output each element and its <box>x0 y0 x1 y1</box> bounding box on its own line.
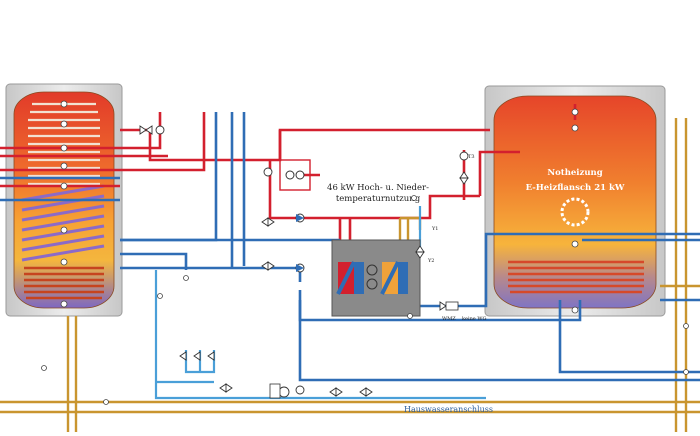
heat-pump-unit <box>331 239 421 317</box>
emergency-heating-label: Notheizung <box>547 168 602 178</box>
e-flange-label: E-Heizflansch 21 kW <box>526 183 625 193</box>
sensor-icon <box>60 258 68 266</box>
heat-exchanger-icon <box>380 261 408 295</box>
valve-icon <box>261 217 275 227</box>
e-flange-heater <box>560 197 590 227</box>
compressor-icon <box>366 264 378 276</box>
no-wg-label: keine WG <box>462 316 487 322</box>
sensor-icon <box>60 182 68 190</box>
valve-icon <box>329 387 343 397</box>
meter-icon <box>269 301 459 399</box>
valve-icon <box>179 351 187 361</box>
pump-icon <box>295 385 305 395</box>
valve-icon <box>415 245 425 259</box>
sensor-icon <box>60 162 68 170</box>
sensor-icon <box>60 120 68 128</box>
valve-icon <box>359 387 373 397</box>
y1-label: Y1 <box>431 226 438 232</box>
left-tank-bottom-coil <box>24 266 104 300</box>
sensor-icon <box>60 226 68 234</box>
pump-group <box>279 159 311 191</box>
sensor-icon <box>683 323 689 329</box>
sensor-icon <box>60 144 68 152</box>
cold-return-pipes <box>0 112 700 382</box>
sensor-icon <box>60 100 68 108</box>
sensor-icon <box>407 313 413 319</box>
pump-icon <box>295 170 305 180</box>
sensor-icon <box>683 369 689 375</box>
heat-pump-title-line2: temperaturnutzung <box>336 194 421 204</box>
sensor-icon <box>157 293 163 299</box>
heat-pump-title-line1: 46 kW Hoch- u. Nieder- <box>327 183 429 193</box>
pump-icon <box>263 167 273 177</box>
sensor-icon <box>41 365 47 371</box>
house-water-label: Hauswasseranschluss <box>404 405 493 414</box>
sensor-icon <box>411 195 417 201</box>
sensor-icon <box>571 240 579 248</box>
heat-exchanger-icon <box>336 261 364 295</box>
sensor-icon <box>571 124 579 132</box>
sensor-icon <box>571 306 579 314</box>
pump-icon <box>459 151 469 161</box>
sensor-icon <box>60 300 68 308</box>
valve-icon <box>193 351 201 361</box>
valve-icon <box>261 261 275 271</box>
sensor-icon <box>103 399 109 405</box>
sensor-icon <box>183 275 189 281</box>
right-tank-bottom-coil <box>508 260 644 294</box>
compressor-icon <box>366 278 378 290</box>
mixing-valve <box>296 214 304 272</box>
y2-label: Y2 <box>427 258 434 264</box>
fresh-water-pipes <box>154 206 486 400</box>
valve-icon <box>207 351 215 361</box>
right-storage-tank <box>484 85 666 317</box>
sensors <box>41 100 689 405</box>
wmz-label: WMZ <box>442 316 456 322</box>
valve-icon <box>139 125 153 135</box>
valves <box>139 125 469 397</box>
pump-icon <box>278 386 290 398</box>
valve-icon <box>459 171 469 185</box>
t3-label: T3 <box>468 154 475 160</box>
pump-icon <box>155 125 165 135</box>
valve-icon <box>439 301 447 311</box>
sensor-icon <box>571 108 579 116</box>
pump-icon <box>285 170 295 180</box>
valve-icon <box>219 383 233 393</box>
